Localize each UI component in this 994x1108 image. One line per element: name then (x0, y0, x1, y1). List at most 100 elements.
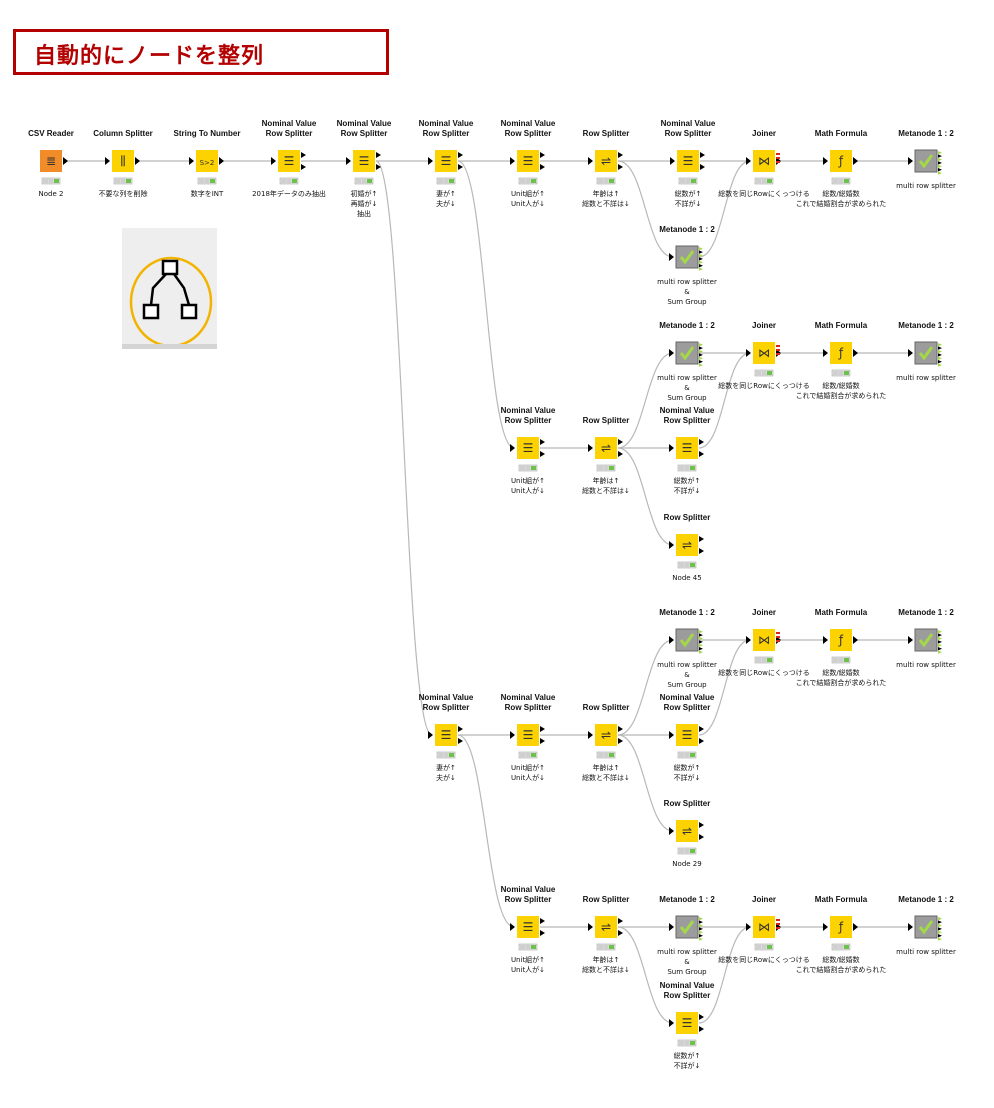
node-math[interactable]: ƒ (823, 342, 858, 377)
node-meta[interactable] (669, 341, 703, 367)
node-title: Metanode 1 : 2 (659, 225, 715, 234)
node-meta[interactable] (669, 915, 703, 941)
node-caption[interactable]: 妻が↑ 夫が↓ (436, 190, 456, 208)
node-meta[interactable] (669, 628, 703, 654)
connection-n13-n10[interactable] (698, 160, 751, 258)
node-joiner[interactable]: ⋈ (746, 342, 781, 377)
node-math[interactable]: ƒ (823, 629, 858, 664)
node-caption[interactable]: Node 2 (38, 190, 64, 198)
node-meta[interactable] (908, 628, 942, 654)
node-rowsplit[interactable]: ⇌ (588, 724, 623, 759)
connection-n8-n13[interactable] (617, 160, 674, 258)
node-meta[interactable] (908, 149, 942, 175)
node-joiner[interactable]: ⋈ (746, 916, 781, 951)
connection-n28-n30[interactable] (617, 734, 674, 832)
node-caption[interactable]: 総数/総婚数 これで結婚割合が求められた (795, 382, 887, 400)
node-caption[interactable]: Unit組が↑ Unit人が↓ (510, 477, 546, 495)
node-caption[interactable]: 年齢は↑ 総数と不詳は↓ (582, 477, 630, 495)
node-nominal[interactable]: ☰ (510, 724, 545, 759)
node-joiner[interactable]: ⋈ (746, 150, 781, 185)
node-caption[interactable]: Node 45 (672, 574, 702, 582)
node-nominal[interactable]: ☰ (510, 916, 545, 951)
node-caption[interactable]: multi row splitter (896, 661, 956, 669)
node-caption[interactable]: 総数を同じRowにくっつける (718, 382, 810, 390)
node-nominal[interactable]: ☰ (670, 150, 705, 185)
connection-n28-n22[interactable] (617, 639, 674, 736)
connection-n19-n14[interactable] (617, 352, 674, 449)
node-nominal[interactable]: ☰ (346, 150, 381, 185)
node-math[interactable]: ƒ (823, 150, 858, 185)
node-caption[interactable]: multi row splitter (896, 182, 956, 190)
node-joiner[interactable]: ⋈ (746, 629, 781, 664)
connection-n26-n31[interactable] (457, 734, 515, 928)
node-nominal[interactable]: ☰ (669, 724, 704, 759)
node-caption[interactable]: 総数を同じRowにくっつける (718, 956, 810, 964)
connection-n6-n18[interactable] (457, 160, 515, 449)
node-caption[interactable]: 年齢は↑ 総数と不詳は↓ (582, 956, 630, 974)
node-caption[interactable]: 年齢は↑ 総数と不詳は↓ (582, 190, 630, 208)
node-caption[interactable]: 年齢は↑ 総数と不詳は↓ (582, 764, 630, 782)
node-colsplit[interactable]: ⫼ (105, 150, 140, 185)
node-nominal[interactable]: ☰ (669, 437, 704, 472)
node-meta[interactable] (908, 915, 942, 941)
node-meta[interactable] (908, 341, 942, 367)
node-title: Math Formula (814, 321, 868, 330)
node-title: Joiner (751, 321, 777, 330)
node-caption[interactable]: multi row splitter & Sum Group (657, 948, 717, 976)
node-rowsplit[interactable]: ⇌ (588, 150, 623, 185)
node-csv[interactable]: ≣ (40, 150, 68, 185)
node-nominal[interactable]: ☰ (510, 150, 545, 185)
node-rowsplit[interactable]: ⇌ (588, 437, 623, 472)
node-caption[interactable]: 総数/総婚数 これで結婚割合が求められた (795, 190, 887, 208)
nominal-icon: ☰ (682, 728, 693, 742)
node-caption[interactable]: 総数が↑ 不詳が↓ (673, 477, 701, 495)
node-caption[interactable]: multi row splitter (896, 374, 956, 382)
connection-n32-n34[interactable] (617, 926, 674, 1024)
node-caption[interactable]: 総数を同じRowにくっつける (718, 669, 810, 677)
node-rowsplit[interactable]: ⇌ (588, 916, 623, 951)
node-caption[interactable]: 総数を同じRowにくっつける (718, 190, 810, 198)
nominal-icon: ☰ (683, 154, 694, 168)
node-caption[interactable]: multi row splitter & Sum Group (657, 661, 717, 689)
node-caption[interactable]: Unit組が↑ Unit人が↓ (510, 764, 546, 782)
node-caption[interactable]: multi row splitter & Sum Group (657, 278, 717, 306)
connection-n34-n35[interactable] (698, 926, 751, 1024)
node-nominal[interactable]: ☰ (271, 150, 306, 185)
node-caption[interactable]: 総数が↑ 不詳が↓ (673, 1052, 701, 1070)
node-caption[interactable]: 妻が↑ 夫が↓ (436, 764, 456, 782)
connection-n5-n26[interactable] (375, 160, 433, 736)
node-caption[interactable]: 総数が↑ 不詳が↓ (674, 190, 702, 208)
node-caption[interactable]: multi row splitter (896, 948, 956, 956)
node-caption[interactable]: Node 29 (672, 860, 702, 868)
node-caption[interactable]: 総数が↑ 不詳が↓ (673, 764, 701, 782)
node-meta[interactable] (669, 245, 703, 271)
node-caption[interactable]: 総数/総婚数 これで結婚割合が求められた (795, 956, 887, 974)
node-title: Nominal Value Row Splitter (418, 119, 474, 138)
node-caption[interactable]: 初婚が↑ 再婚が↓ 抽出 (350, 190, 378, 218)
node-math[interactable]: ƒ (823, 916, 858, 951)
connection-n19-n21[interactable] (617, 447, 674, 546)
node-title: Row Splitter (582, 416, 630, 425)
node-caption[interactable]: Unit組が↑ Unit人が↓ (510, 190, 546, 208)
node-title: Joiner (751, 608, 777, 617)
connection-n29-n23[interactable] (698, 639, 751, 736)
node-caption[interactable]: 総数/総婚数 これで結婚割合が求められた (795, 669, 887, 687)
auto-align-button[interactable] (122, 228, 217, 349)
connection-n20-n15[interactable] (698, 352, 751, 449)
node-rowsplit[interactable]: ⇌ (669, 534, 704, 569)
node-caption[interactable]: 不要な列を削除 (98, 190, 148, 198)
node-nominal[interactable]: ☰ (510, 437, 545, 472)
rowsplit-icon: ⇌ (601, 441, 611, 455)
node-caption[interactable]: 2018年データのみ抽出 (252, 190, 326, 198)
node-caption[interactable]: Unit組が↑ Unit人が↓ (510, 956, 546, 974)
node-nominal[interactable]: ☰ (428, 150, 463, 185)
node-rowsplit[interactable]: ⇌ (669, 820, 704, 855)
node-str2num[interactable]: S>2 (189, 150, 224, 185)
node-caption[interactable]: multi row splitter & Sum Group (657, 374, 717, 402)
page-title: 自動的にノードを整列 (34, 44, 265, 69)
node-caption[interactable]: 数字をINT (190, 190, 224, 198)
node-title: Nominal Value Row Splitter (500, 885, 556, 904)
node-nominal[interactable]: ☰ (669, 1012, 704, 1047)
node-nominal[interactable]: ☰ (428, 724, 463, 759)
